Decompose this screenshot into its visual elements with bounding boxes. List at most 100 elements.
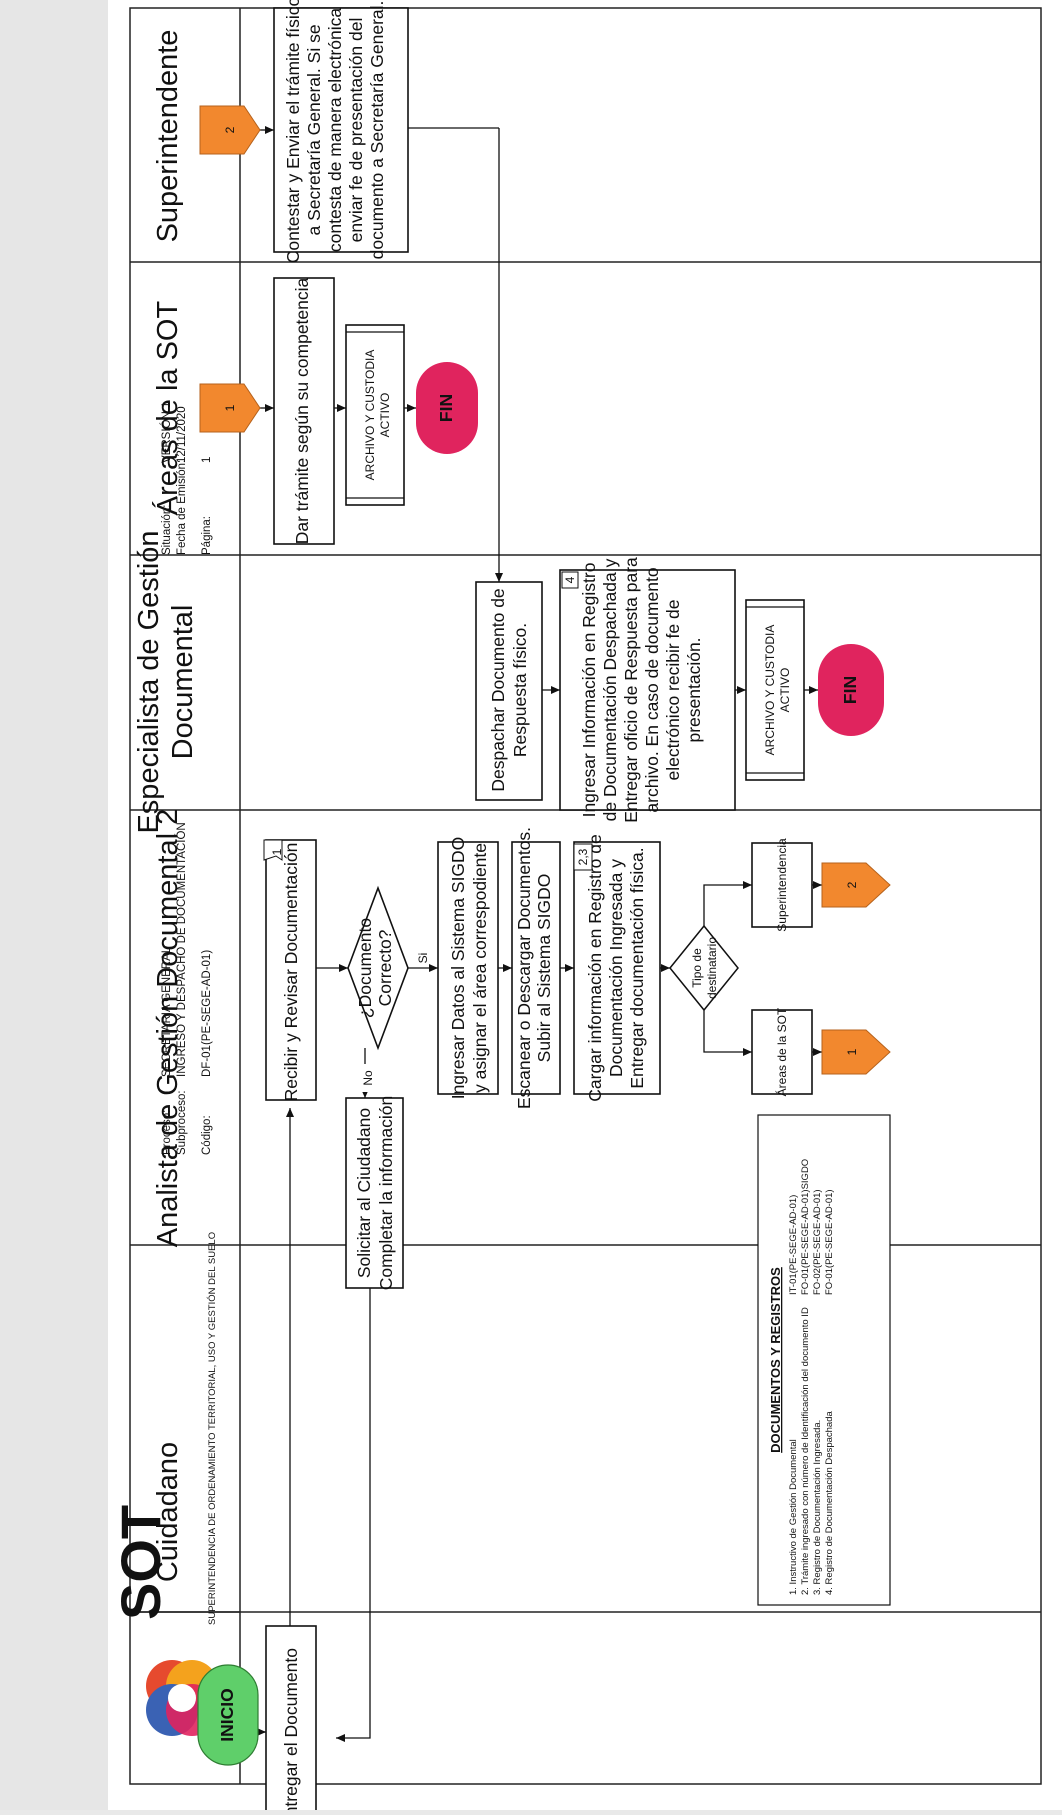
inicio-terminal: INICIO xyxy=(197,1664,259,1766)
svg-text:electrónico recibir fe de: electrónico recibir fe de xyxy=(663,600,683,781)
svg-text:documento a Secretaría General: documento a Secretaría General. xyxy=(367,1,387,260)
offpage-connector-2: 2 xyxy=(821,862,891,908)
svg-text:1. Instructivo de Gestión Docu: 1. Instructivo de Gestión Documental xyxy=(788,1439,799,1595)
svg-text:1: 1 xyxy=(223,404,237,411)
svg-text:Recibir y Revisar Documentació: Recibir y Revisar Documentación xyxy=(281,843,301,1102)
svg-text:FO-01(PE-SEGE-AD-01)SIGDO: FO-01(PE-SEGE-AD-01)SIGDO xyxy=(800,1159,811,1295)
svg-text:SOT: SOT xyxy=(109,1505,172,1620)
svg-text:Áreas de la SOT: Áreas de la SOT xyxy=(774,1007,789,1096)
svg-text:Fecha de Emisión:: Fecha de Emisión: xyxy=(176,460,188,555)
svg-text:a Secretaría General. Si se: a Secretaría General. Si se xyxy=(304,24,324,235)
svg-text:Ingresar Información en Regist: Ingresar Información en Registro xyxy=(579,563,599,818)
escanear-documentos: Escanear o Descargar Documentos. Subir a… xyxy=(511,827,561,1109)
svg-text:Despachar Documento de: Despachar Documento de xyxy=(488,588,508,791)
svg-text:Superintendencia: Superintendencia xyxy=(775,838,789,932)
svg-text:Entregar oficio de Respuesta p: Entregar oficio de Respuesta para xyxy=(621,557,641,823)
svg-text:4. Registro de Documentación D: 4. Registro de Documentación Despachada xyxy=(824,1411,835,1595)
fin-areas: FIN xyxy=(416,362,478,454)
svg-text:Entregar documentación física.: Entregar documentación física. xyxy=(627,847,647,1088)
svg-text:Tipo de: Tipo de xyxy=(690,948,704,988)
svg-text:Código:: Código: xyxy=(201,1115,213,1155)
documentos-registros: DOCUMENTOS Y REGISTROS 1. Instructivo de… xyxy=(757,1114,891,1606)
svg-text:archivo. En caso de documento: archivo. En caso de documento xyxy=(642,567,662,812)
svg-text:1: 1 xyxy=(201,457,213,463)
svg-text:destinatario: destinatario xyxy=(705,937,719,999)
lane-cuidadano: Cuidadano xyxy=(152,1442,184,1582)
svg-text:Contestar y Enviar el trámite: Contestar y Enviar el trámite físico xyxy=(283,0,303,263)
archivo-custodia-areas: ARCHIVO Y CUSTODIA ACTIVO xyxy=(345,324,405,506)
box-areas-sot: Áreas de la SOT xyxy=(751,1007,813,1096)
fin-especialista: FIN xyxy=(818,644,884,736)
ingresar-informacion-despachada: Ingresar Información en Registro de Docu… xyxy=(559,557,736,823)
svg-text:¿Documento: ¿Documento xyxy=(355,918,375,1018)
svg-text:Dar trámite según su competenc: Dar trámite según su competencia xyxy=(292,277,312,544)
svg-text:presentación.: presentación. xyxy=(684,637,704,742)
svg-text:Correcto?: Correcto? xyxy=(375,929,395,1006)
svg-text:FIN: FIN xyxy=(436,394,456,422)
svg-text:INGRESO Y DESPACHO DE DOCUMENT: INGRESO Y DESPACHO DE DOCUMENTACIÓN xyxy=(175,822,188,1077)
svg-text:FO-01(PE-SEGE-AD-01): FO-01(PE-SEGE-AD-01) xyxy=(824,1189,835,1295)
svg-text:INICIO: INICIO xyxy=(217,1688,237,1741)
svg-text:1: 1 xyxy=(845,1048,859,1055)
offpage-connector-superintendente: 2 xyxy=(199,105,261,155)
svg-text:3. Registro de Documentación I: 3. Registro de Documentación Ingresada. xyxy=(812,1420,823,1595)
svg-text:12/11/2020: 12/11/2020 xyxy=(176,406,188,463)
svg-text:SECRETARIA GENERAL: SECRETARIA GENERAL xyxy=(161,946,173,1077)
lane-analista: Analista de Gestión Documental 2 xyxy=(152,809,184,1247)
svg-text:y asignar el área correspodien: y asignar el área correspodiente xyxy=(470,843,490,1093)
svg-text:Página:: Página: xyxy=(201,516,213,555)
recibir-revisar: Recibir y Revisar Documentación 1 xyxy=(263,839,317,1102)
svg-text:IT-01(PE-SEGE-AD-01): IT-01(PE-SEGE-AD-01) xyxy=(788,1195,799,1295)
svg-text:4: 4 xyxy=(563,576,577,583)
ingresar-datos: Ingresar Datos al Sistema SIGDO y asigna… xyxy=(437,837,499,1100)
decision-tipo-destinatario: Tipo de destinatario xyxy=(669,924,739,1012)
svg-text:Entregar el Documento: Entregar el Documento xyxy=(281,1648,301,1810)
lane-areas: Áreas de la SOT xyxy=(151,301,184,516)
svg-text:Si: Si xyxy=(416,953,430,964)
svg-text:Proceso:: Proceso: xyxy=(161,1110,173,1155)
svg-text:ARCHIVO Y CUSTODIA: ARCHIVO Y CUSTODIA xyxy=(763,625,777,756)
offpage-connector-areas: 1 xyxy=(199,383,261,433)
lane-superintendente: Superintendente xyxy=(152,30,184,243)
svg-text:ACTIVO: ACTIVO xyxy=(378,393,392,438)
svg-text:enviar fe de presentación del: enviar fe de presentación del xyxy=(346,18,366,243)
svg-text:FIN: FIN xyxy=(840,676,860,704)
svg-text:Respuesta físico.: Respuesta físico. xyxy=(510,623,530,757)
svg-text:2: 2 xyxy=(223,126,237,133)
svg-text:Subir al Sistema SIGDO: Subir al Sistema SIGDO xyxy=(534,874,554,1063)
despachar-documento: Despachar Documento de Respuesta físico. xyxy=(475,581,543,801)
svg-text:Completar la información: Completar la información xyxy=(376,1096,396,1291)
svg-text:1: 1 xyxy=(270,848,284,855)
decision-documento: ¿Documento Correcto? xyxy=(347,885,409,1051)
svg-text:FO-02(PE-SEGE-AD-01): FO-02(PE-SEGE-AD-01) xyxy=(812,1189,823,1295)
svg-text:2,3: 2,3 xyxy=(576,848,590,865)
cargar-informacion: Cargar información en Registro de Docume… xyxy=(573,834,661,1102)
svg-text:ARCHIVO Y CUSTODIA: ARCHIVO Y CUSTODIA xyxy=(363,350,377,481)
svg-text:SUPERINTENDENCIA DE ORDENAMIEN: SUPERINTENDENCIA DE ORDENAMIENTO TERRITO… xyxy=(207,1232,218,1625)
header-info-right: Situación: VERSIÓN 1 Fecha de Emisión: 1… xyxy=(160,402,213,555)
lane-titles: Cuidadano Analista de Gestión Documental… xyxy=(133,30,199,1583)
box-superintendencia: Superintendencia xyxy=(751,838,813,932)
lane-grid xyxy=(129,7,1042,1785)
svg-text:Solicitar al Ciudadano: Solicitar al Ciudadano xyxy=(354,1108,374,1278)
svg-text:Subproceso:: Subproceso: xyxy=(176,1090,188,1155)
contestar-enviar: Contestar y Enviar el trámite físico a S… xyxy=(273,0,409,263)
svg-text:ACTIVO: ACTIVO xyxy=(778,668,792,713)
header-info-left: Proceso: SECRETARIA GENERAL Subproceso: … xyxy=(161,822,213,1155)
header: SOT SUPERINTENDENCIA DE ORDENAMIENTO TER… xyxy=(109,402,218,1736)
svg-text:de Documentación Despachada y: de Documentación Despachada y xyxy=(600,558,620,821)
svg-text:Ingresar Datos al Sistema SIGD: Ingresar Datos al Sistema SIGDO xyxy=(448,837,468,1100)
logo-text: SOT xyxy=(109,1505,172,1620)
svg-text:Escanear o Descargar Documento: Escanear o Descargar Documentos. xyxy=(514,827,534,1109)
svg-text:Cargar información en Registro: Cargar información en Registro de xyxy=(585,834,605,1102)
svg-text:2: 2 xyxy=(845,881,859,888)
svg-text:2. Trámite ingresado con númer: 2. Trámite ingresado con número de Ident… xyxy=(800,1307,811,1595)
archivo-custodia-especialista: ARCHIVO Y CUSTODIA ACTIVO xyxy=(745,599,805,781)
svg-text:VERSIÓN 1: VERSIÓN 1 xyxy=(160,402,173,463)
entregar-documento: Entregar el Documento xyxy=(265,1625,317,1815)
dar-tramite: Dar trámite según su competencia xyxy=(273,277,335,545)
svg-text:contesta de manera electrónica: contesta de manera electrónica xyxy=(325,8,345,252)
documentos-title: DOCUMENTOS Y REGISTROS xyxy=(768,1267,783,1453)
